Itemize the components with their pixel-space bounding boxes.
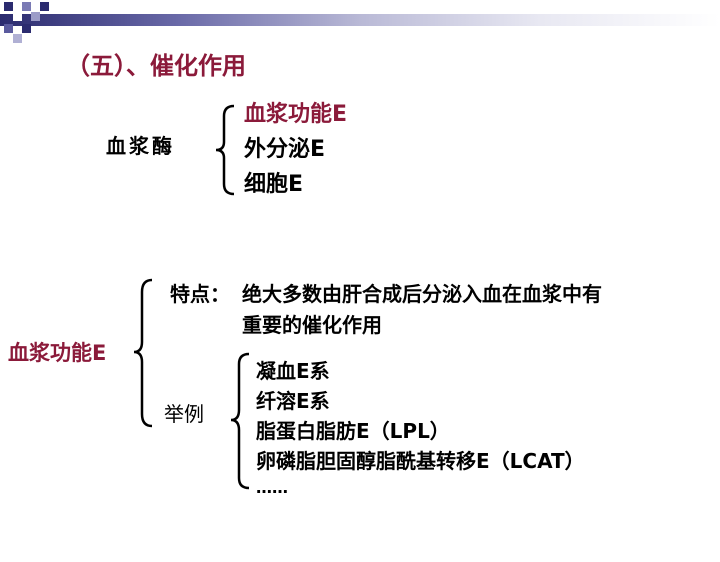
example-item-lpl: 脂蛋白脂肪E（LPL） [256,419,450,443]
deco-square [22,24,31,33]
section2-label: 血浆功能E [8,341,107,365]
brace-section2 [132,278,156,428]
example-item-ellipsis: …… [256,478,288,497]
slide-header-decoration [0,0,720,43]
deco-square [13,34,22,43]
deco-square [4,2,13,11]
feature-text-line2: 重要的催化作用 [242,313,382,337]
section1-item-cellular-enzyme: 细胞E [244,172,304,197]
gradient-bar [0,14,720,26]
feature-label: 特点： [170,282,230,306]
brace-examples [229,352,253,490]
deco-square [40,2,49,11]
feature-text-line1: 绝大多数由肝合成后分泌入血在血浆中有 [242,282,602,306]
deco-square [4,24,13,33]
section1-item-exocrine-enzyme: 外分泌E [244,137,326,162]
section1-item-plasma-functional-enzyme: 血浆功能E [244,102,348,127]
deco-square [13,12,22,21]
slide-title: （五）、催化作用 [66,52,246,80]
example-item-coagulation: 凝血E系 [256,359,330,383]
example-item-lcat: 卵磷脂胆固醇脂酰基转移E（LCAT） [256,449,585,473]
deco-square [22,2,31,11]
section1-label: 血浆酶 [106,134,175,158]
example-label: 举例 [164,402,204,426]
deco-square [31,12,40,21]
brace-section1 [212,104,238,196]
example-item-fibrinolysis: 纤溶E系 [256,389,330,413]
